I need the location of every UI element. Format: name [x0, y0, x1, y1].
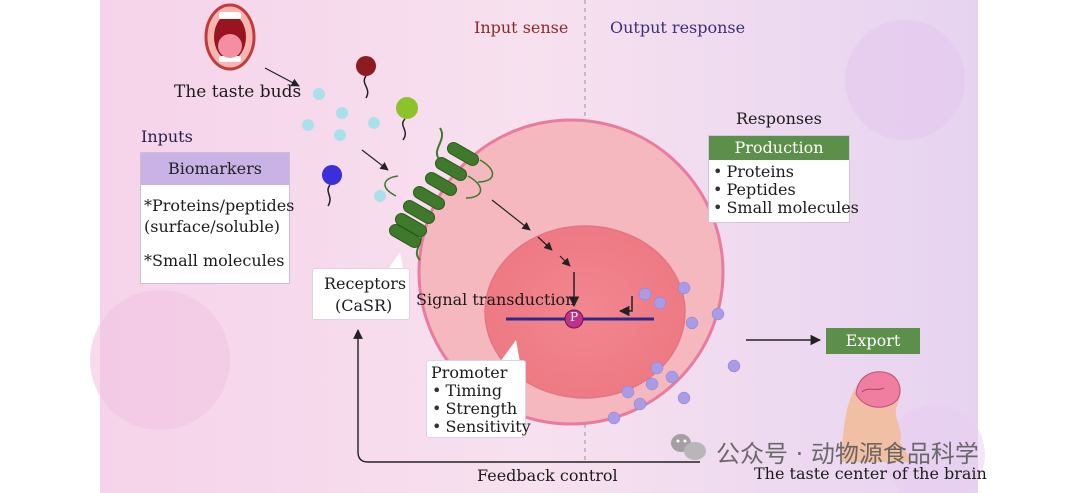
phosphate-marker: [564, 309, 584, 329]
receptors-callout: Receptors (CaSR): [312, 268, 410, 320]
bg-blob: [845, 20, 965, 140]
promoter-title: Promoter: [431, 363, 508, 382]
signal-transduction-label: Signal transduction: [416, 290, 576, 309]
production-box: Production Proteins Peptides Small molec…: [708, 135, 859, 223]
phosphate-label: P: [570, 310, 579, 324]
receptors-subtitle: (CaSR): [335, 296, 393, 315]
taste-molecule-blue: [322, 165, 342, 207]
bg-blob: [885, 405, 985, 493]
taste-molecule-red: [356, 56, 376, 99]
promoter-item: Sensitivity: [432, 417, 530, 436]
watermark-text: 公众号 · 动物源食品科学: [716, 440, 979, 468]
header-output-response: Output response: [610, 18, 746, 37]
biomarker-item: *Proteins/peptides: [144, 196, 295, 215]
feedback-control-label: Feedback control: [477, 466, 618, 485]
signal-arrow: [491, 199, 531, 231]
responses-title: Responses: [736, 109, 822, 128]
brain-label: The taste center of the brain: [754, 464, 987, 483]
export-label: Export: [826, 328, 920, 354]
promoter-callout-tail: [500, 340, 520, 362]
promoter-arrow: [618, 296, 633, 317]
input-arrow: [264, 67, 300, 87]
input-arrow: [361, 149, 389, 171]
particles-output: [607, 281, 741, 425]
bg-blob: [90, 290, 230, 430]
production-header: Production: [709, 136, 849, 160]
wechat-icon: [671, 434, 706, 460]
inputs-title: Inputs: [141, 127, 193, 146]
biomarkers-box: Biomarkers *Proteins/peptides (surface/s…: [140, 152, 294, 284]
mouth-icon: [204, 3, 256, 71]
receptors-label: Receptors: [324, 274, 407, 293]
promoter-item: Strength: [432, 399, 517, 418]
biomarkers-header: Biomarkers: [141, 153, 289, 185]
promoter-callout: Promoter Timing Strength Sensitivity: [426, 360, 531, 438]
signal-arrow: [559, 255, 571, 267]
promoter-item: Timing: [432, 381, 502, 400]
particles-input: [302, 88, 386, 202]
receptor-casr: [384, 127, 494, 261]
nucleus: [484, 225, 686, 399]
taste-molecule-green: [396, 97, 418, 141]
taste-buds-label: The taste buds: [174, 82, 302, 102]
feedback-loop: [353, 329, 700, 463]
signal-arrow: [537, 236, 553, 251]
production-item: Small molecules: [713, 198, 858, 217]
biomarker-item: *Small molecules: [144, 251, 285, 270]
production-item: Peptides: [713, 180, 795, 199]
brain-head-icon: [842, 371, 912, 462]
production-item: Proteins: [713, 162, 794, 181]
biomarker-item: (surface/soluble): [144, 217, 281, 236]
header-input-sense: Input sense: [474, 18, 569, 37]
